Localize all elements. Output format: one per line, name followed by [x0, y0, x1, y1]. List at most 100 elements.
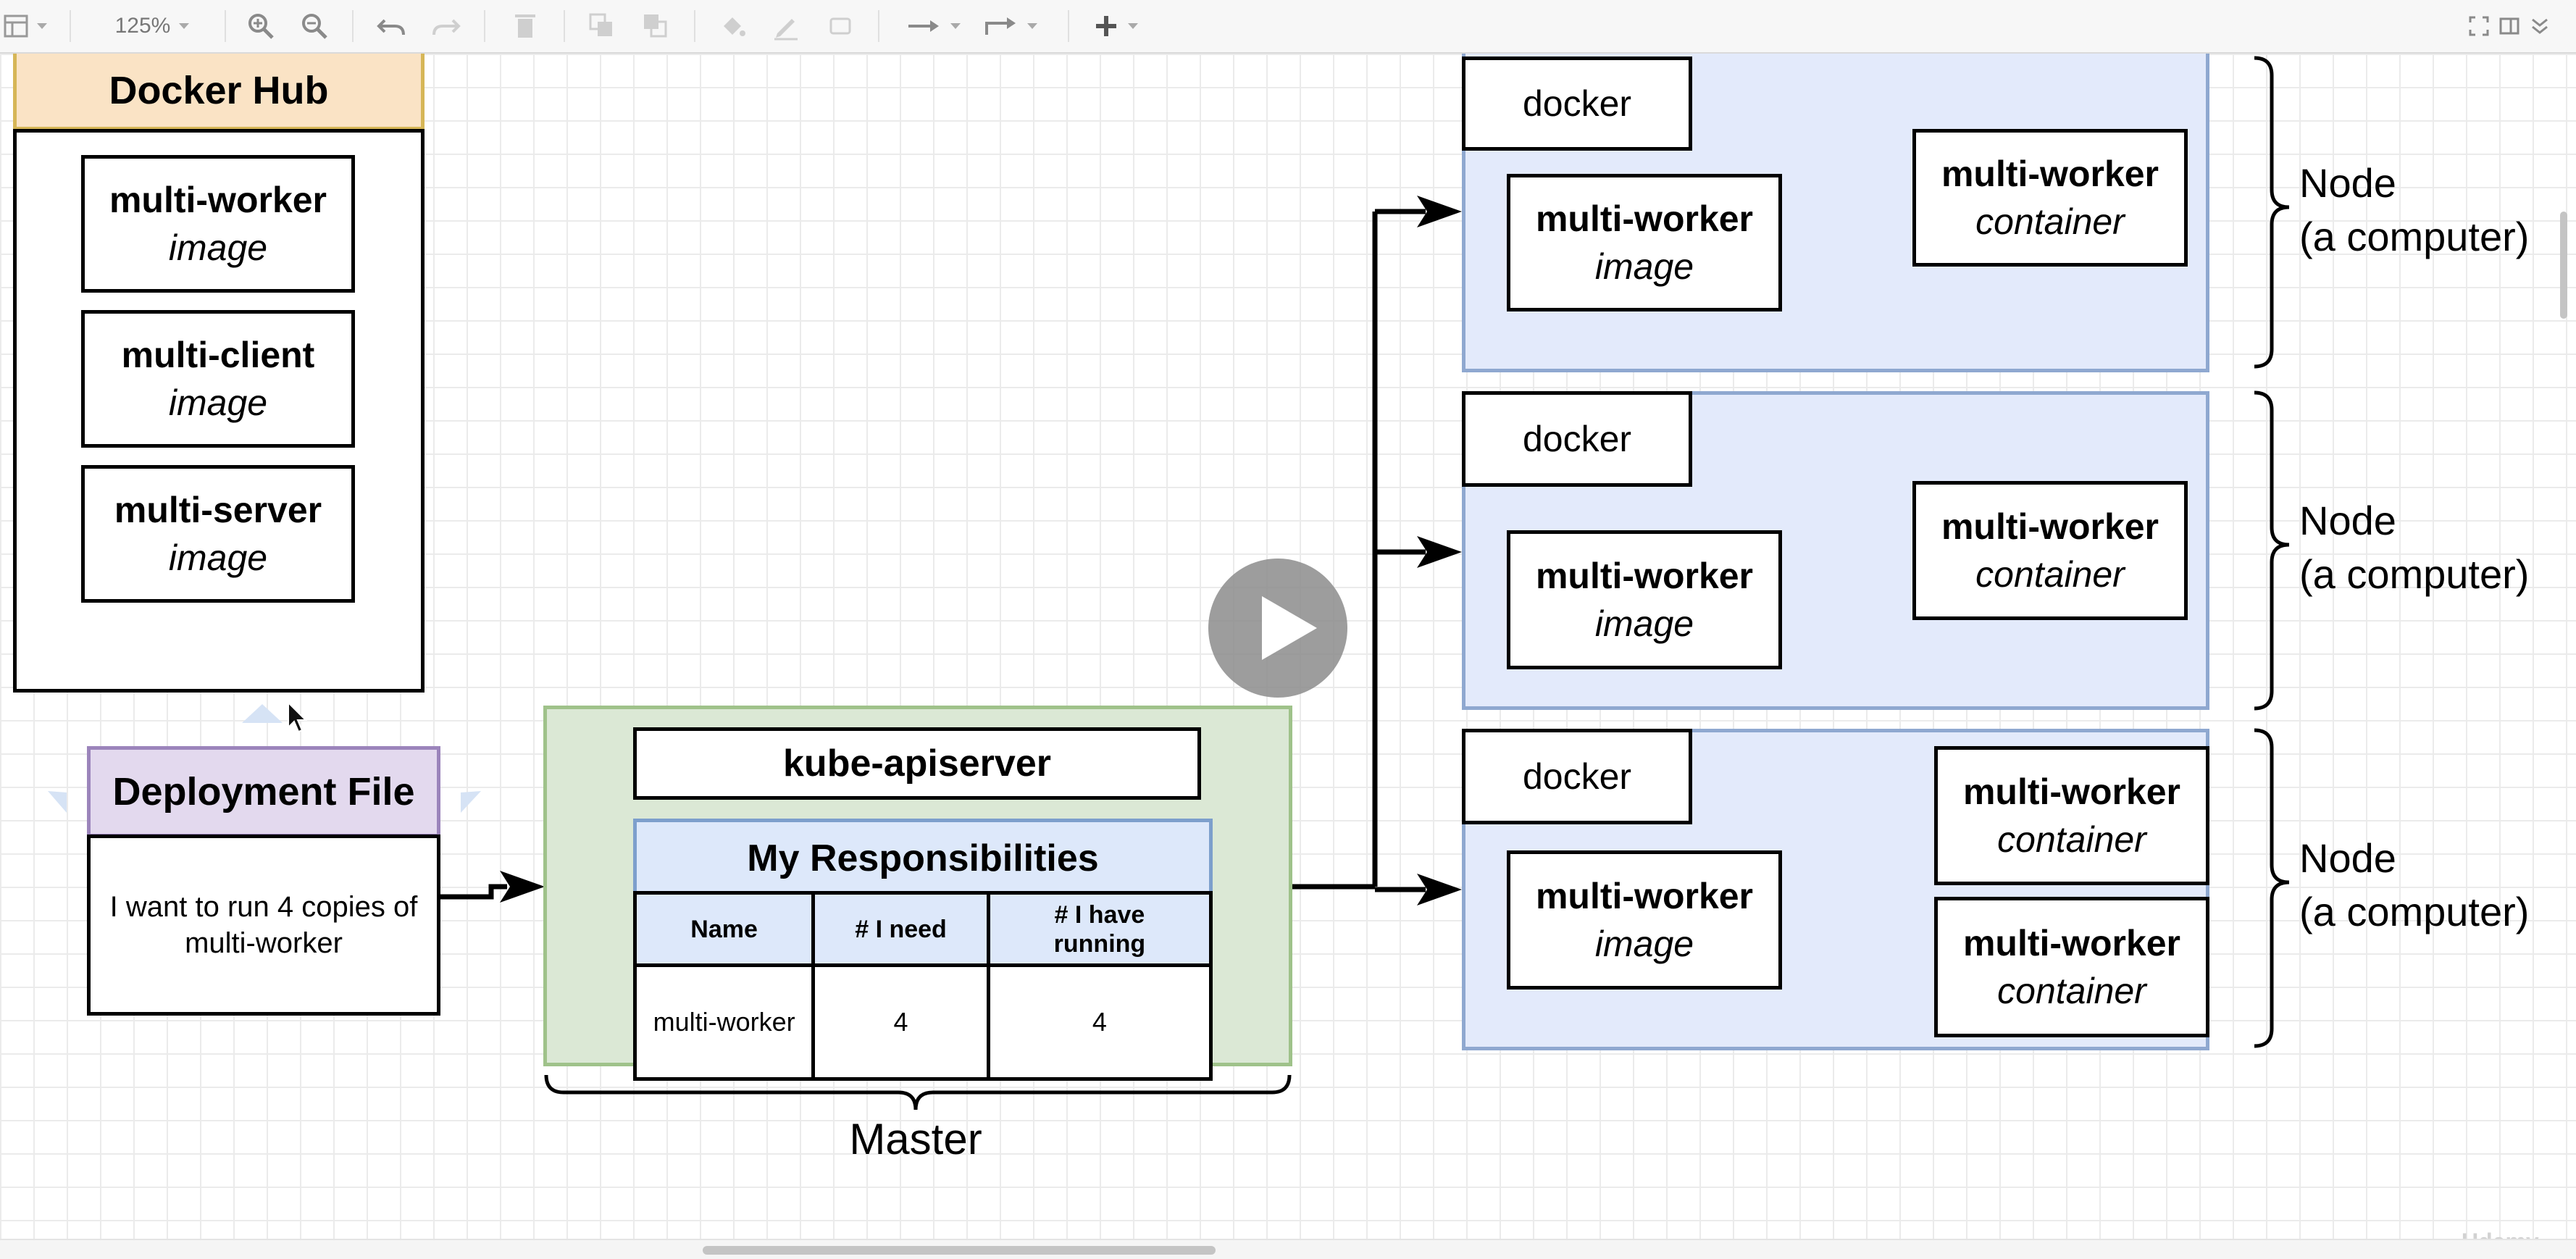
- node-3-container-1[interactable]: multi-worker container: [1934, 746, 2209, 885]
- undo-icon: [377, 19, 405, 35]
- kube-apiserver-label: kube-apiserver: [783, 743, 1051, 785]
- node-2-image[interactable]: multi-worker image: [1507, 530, 1782, 669]
- zoom-out-button[interactable]: [297, 6, 332, 46]
- kube-apiserver-box[interactable]: kube-apiserver: [633, 727, 1201, 800]
- deployment-to-master-arrow: [439, 884, 507, 900]
- line-color-button[interactable]: [768, 6, 804, 46]
- col-need-header: # I need: [811, 891, 990, 967]
- connection-button[interactable]: [901, 6, 966, 46]
- double-chevron-icon: [2532, 18, 2548, 34]
- node-3-brace: [2254, 728, 2290, 1048]
- node-2-container[interactable]: multi-worker container: [1912, 481, 2188, 620]
- container-kind: container: [1997, 971, 2146, 1011]
- node-1-container[interactable]: multi-worker container: [1912, 129, 2188, 267]
- hub-image-name: multi-worker: [109, 180, 327, 220]
- to-back-button[interactable]: [637, 6, 674, 46]
- horizontal-scrollbar-track: [0, 1239, 2576, 1259]
- layout-icon: [4, 14, 28, 38]
- ghost-arrow-right: [461, 791, 481, 813]
- responsibilities-header-row: Name # I need # I have running: [632, 891, 1213, 967]
- master-label: Master: [849, 1115, 982, 1163]
- shadow-button[interactable]: [823, 6, 859, 46]
- container-name: multi-worker: [1941, 154, 2159, 194]
- vertical-scrollbar[interactable]: [2560, 212, 2567, 319]
- arrow-to-node-2: [1417, 536, 1462, 568]
- collapse-toolbar-button[interactable]: [2527, 6, 2553, 46]
- deployment-file-title: Deployment File: [112, 770, 415, 813]
- node-3-label: Node (a computer): [2299, 832, 2529, 939]
- to-front-icon: [589, 13, 612, 36]
- toggle-panel-button[interactable]: [2496, 6, 2522, 46]
- hub-image-multi-worker[interactable]: multi-worker image: [81, 155, 355, 293]
- responsibilities-header[interactable]: My Responsibilities: [633, 819, 1213, 894]
- pencil-icon: [774, 19, 798, 41]
- container-name: multi-worker: [1941, 506, 2159, 547]
- deployment-file-body[interactable]: I want to run 4 copies of multi-worker: [87, 835, 440, 1016]
- image-kind: image: [1594, 924, 1694, 964]
- ghost-arrow-left: [48, 791, 67, 813]
- to-front-button[interactable]: [584, 6, 620, 46]
- docker-hub-header[interactable]: Docker Hub: [13, 54, 425, 130]
- horizontal-scrollbar[interactable]: [703, 1246, 1216, 1255]
- container-kind: container: [1975, 554, 2125, 595]
- redo-icon: [432, 19, 461, 35]
- elbow-connector-icon: [985, 17, 1016, 35]
- cell-running: 4: [986, 963, 1213, 1081]
- undo-button[interactable]: [374, 6, 410, 46]
- zoom-select[interactable]: 125%: [101, 6, 203, 46]
- arrow-to-node-1: [1417, 196, 1462, 227]
- to-back-icon: [644, 14, 667, 38]
- node-label-subtitle: (a computer): [2299, 551, 2530, 597]
- deployment-file-header[interactable]: Deployment File: [87, 746, 440, 837]
- format-panel-button[interactable]: [0, 6, 51, 46]
- node-1-image[interactable]: multi-worker image: [1507, 174, 1782, 311]
- paint-bucket-icon: [724, 17, 745, 36]
- arrow-right-icon: [908, 20, 939, 32]
- node-1-docker-box[interactable]: docker: [1462, 57, 1692, 151]
- zoom-out-icon: [302, 14, 327, 39]
- docker-label: docker: [1522, 83, 1632, 124]
- node-3-container-2[interactable]: multi-worker container: [1934, 897, 2209, 1037]
- cell-name: multi-worker: [632, 963, 816, 1081]
- node-3-image[interactable]: multi-worker image: [1507, 850, 1782, 990]
- node-3-docker-box[interactable]: docker: [1462, 729, 1692, 824]
- col-running-header: # I have running: [986, 891, 1213, 967]
- fill-color-button[interactable]: [714, 6, 750, 46]
- fullscreen-button[interactable]: [2466, 6, 2492, 46]
- delete-button[interactable]: [507, 6, 543, 46]
- video-play-button[interactable]: [1208, 559, 1347, 698]
- zoom-in-icon: [248, 14, 274, 39]
- hub-image-name: multi-server: [114, 490, 322, 530]
- responsibilities-table: Name # I need # I have running multi-wor…: [632, 891, 1213, 1081]
- node-label-subtitle: (a computer): [2299, 889, 2530, 934]
- deployment-file-text: I want to run 4 copies of multi-worker: [109, 891, 418, 959]
- hub-image-multi-client[interactable]: multi-client image: [81, 310, 355, 448]
- redo-button[interactable]: [427, 6, 464, 46]
- node-label-title: Node: [2299, 160, 2396, 206]
- node-2-label: Node (a computer): [2299, 494, 2529, 601]
- zoom-in-button[interactable]: [243, 6, 278, 46]
- udemy-watermark: Udemy: [2462, 1229, 2539, 1239]
- plus-icon: [1096, 16, 1116, 36]
- container-kind: container: [1975, 201, 2125, 242]
- hub-image-multi-server[interactable]: multi-server image: [81, 465, 355, 603]
- node-1-brace: [2254, 56, 2290, 369]
- image-name: multi-worker: [1535, 198, 1754, 239]
- toolbar: 125%: [0, 0, 2576, 54]
- waypoints-button[interactable]: [978, 6, 1043, 46]
- image-name: multi-worker: [1535, 556, 1754, 596]
- table-row[interactable]: multi-worker 4 4: [632, 963, 1213, 1081]
- docker-label: docker: [1522, 419, 1632, 459]
- arrow-to-node-3: [1417, 874, 1462, 905]
- master-to-nodes-connector: [1291, 209, 1426, 892]
- container-name: multi-worker: [1962, 923, 2181, 963]
- fullscreen-icon: [2469, 16, 2489, 36]
- node-label-title: Node: [2299, 498, 2396, 543]
- insert-button[interactable]: [1087, 6, 1145, 46]
- connectors: [48, 56, 2290, 1110]
- container-name: multi-worker: [1962, 771, 2181, 812]
- diagram-canvas[interactable]: Docker Hub multi-worker image multi-clie…: [0, 54, 2576, 1239]
- hub-image-name: multi-client: [121, 335, 315, 375]
- panel-icon: [2499, 17, 2519, 35]
- node-2-docker-box[interactable]: docker: [1462, 391, 1692, 487]
